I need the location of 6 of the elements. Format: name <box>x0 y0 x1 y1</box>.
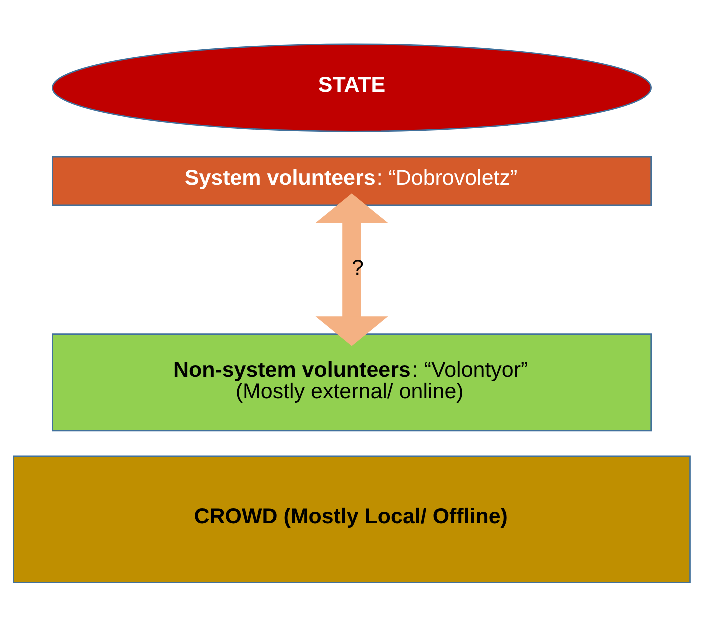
edge-label: ? <box>352 255 364 280</box>
node-box: System volunteers: “Dobrovoletz” <box>52 156 652 206</box>
node-box: CROWD (Mostly Local/ Offline) <box>13 455 691 583</box>
arrow <box>316 193 388 346</box>
node-box: Non-system volunteers: “Volontyor” (Mostly external/ online) <box>52 333 652 432</box>
node-ellipse: STATE <box>52 43 652 132</box>
